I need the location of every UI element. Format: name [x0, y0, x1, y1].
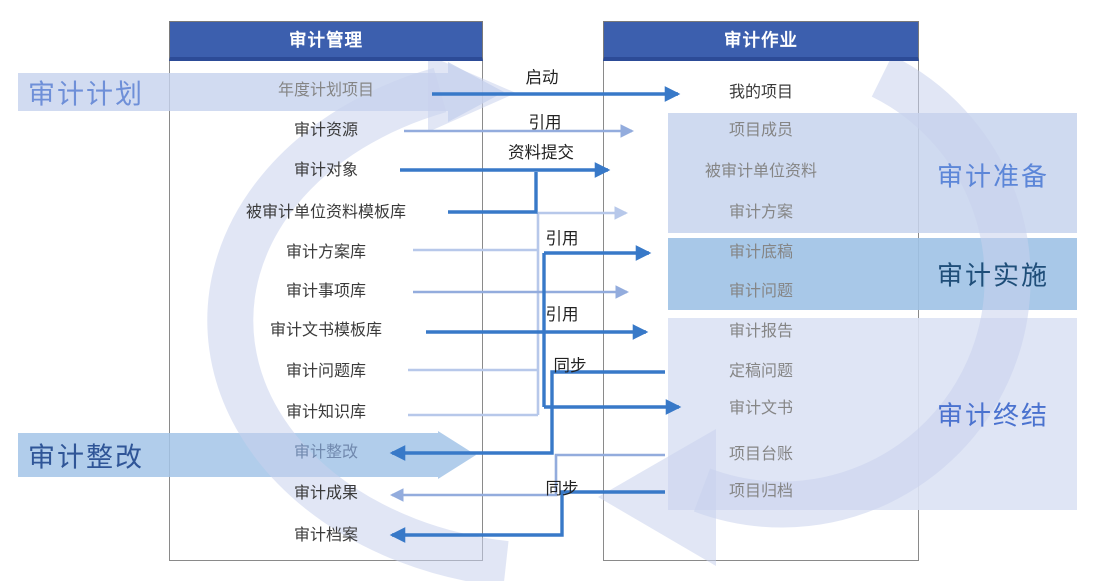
module-item: 审计对象	[293, 162, 358, 179]
right-swoosh-arc	[693, 55, 1031, 528]
connector-label: 资料提交	[508, 144, 574, 162]
connector-label: 同步	[545, 480, 579, 498]
connector-template-lib-join	[448, 172, 538, 214]
phase-label-plan: 审计计划	[28, 79, 144, 110]
connector-finalized-to-rectify	[389, 370, 665, 461]
module-item: 审计底稿	[728, 244, 793, 261]
phase-label-prepare: 审计准备	[937, 161, 1050, 192]
connector-label: 引用	[545, 306, 579, 324]
module-item: 年度计划项目	[277, 82, 374, 99]
phase-label-rectify: 审计整改	[28, 442, 144, 473]
connector-archive-sync	[389, 490, 665, 543]
module-item: 审计方案库	[285, 244, 366, 261]
rectify-phase-band-arrowhead	[438, 431, 476, 479]
module-item: 审计问题库	[285, 363, 366, 380]
right-swoosh-arrowhead-icon	[598, 429, 716, 566]
right-column-header: 审计作业	[603, 21, 919, 61]
module-item: 项目成员	[728, 122, 793, 139]
module-item: 审计问题	[728, 283, 793, 300]
connector-ledger-to-results	[389, 453, 665, 502]
module-item: 定稿问题	[728, 363, 793, 380]
rectify-phase-band	[18, 433, 438, 477]
module-item: 项目归档	[728, 483, 793, 500]
connector-label: 引用	[528, 114, 562, 132]
module-item: 审计整改	[293, 444, 358, 461]
module-item: 审计事项库	[285, 283, 366, 300]
module-item: 审计文书模板库	[269, 322, 382, 339]
phase-label-conclude: 审计终结	[937, 400, 1050, 431]
module-item: 项目台账	[728, 446, 793, 463]
left-swoosh-arc	[207, 67, 509, 581]
module-item: 审计资源	[293, 122, 358, 139]
module-item: 审计成果	[293, 485, 358, 502]
module-item: 审计知识库	[285, 404, 366, 421]
connector-label: 引用	[545, 230, 579, 248]
module-item: 审计文书	[728, 400, 793, 417]
module-item: 审计报告	[728, 323, 793, 340]
module-item: 被审计单位资料模板库	[245, 204, 406, 221]
connector-label: 启动	[525, 69, 559, 87]
phase-label-implement: 审计实施	[937, 260, 1050, 291]
module-item: 我的项目	[728, 84, 793, 101]
module-item: 审计档案	[293, 527, 358, 544]
module-item: 审计方案	[728, 204, 793, 221]
connector-label: 同步	[553, 357, 587, 375]
module-item: 被审计单位资料	[704, 163, 817, 180]
left-column-header: 审计管理	[169, 21, 483, 61]
